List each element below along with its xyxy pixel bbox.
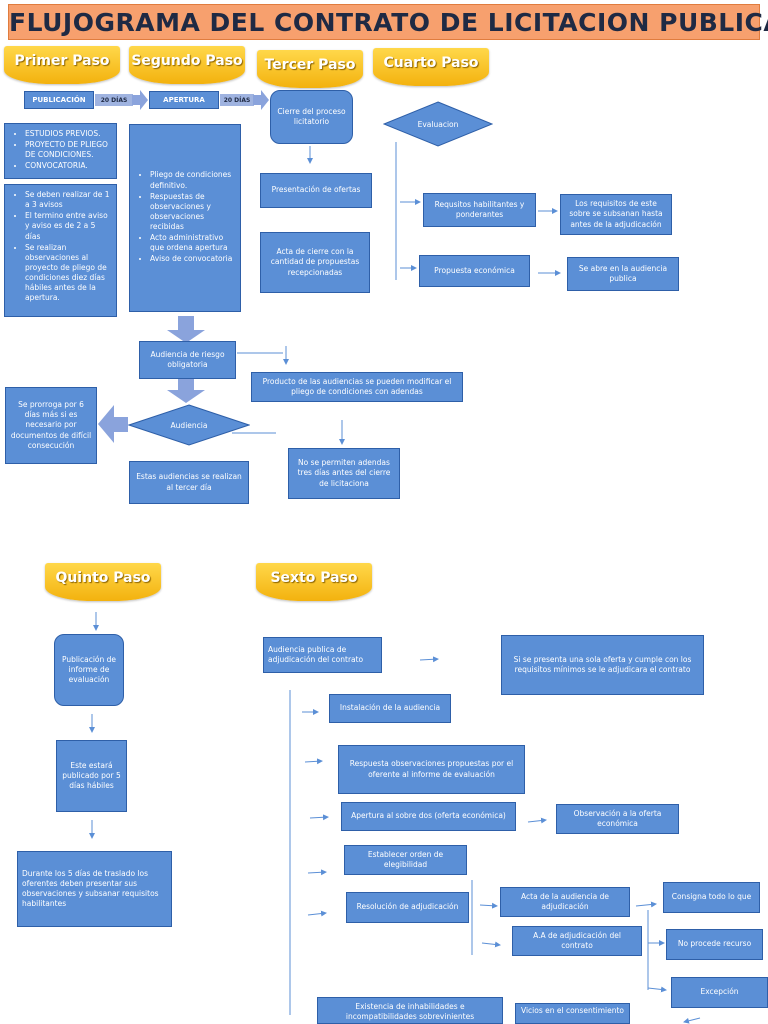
- down-arrow-2: [167, 378, 205, 403]
- days-label-1: 20 DÍAS: [95, 94, 133, 106]
- resolucion-box: Resolución de adjudicación: [346, 892, 469, 923]
- list-item: Se deben realizar de 1 a 3 avisos: [25, 190, 110, 210]
- list-item: ESTUDIOS PREVIOS.: [25, 129, 110, 139]
- publicado-box: Este estará publicado por 5 días hábiles: [56, 740, 127, 812]
- instalacion-box: Instalación de la audiencia: [329, 694, 451, 723]
- audiencia-label: Audiencia: [170, 420, 208, 430]
- step6-banner: Sexto Paso: [256, 563, 372, 601]
- publicacion-informe-box: Publicación de informe de evaluación: [54, 634, 124, 706]
- list-item: CONVOCATORIA.: [25, 161, 110, 171]
- observacion-box: Observación a la oferta económica: [556, 804, 679, 834]
- step1-notices-box: Se deben realizar de 1 a 3 avisos El ter…: [4, 184, 117, 317]
- existencia-box: Existencia de inhabilidades e incompatib…: [317, 997, 503, 1024]
- step2-documents-box: Pliego de condiciones definitivo. Respue…: [129, 124, 241, 312]
- requisitos-box: Requsitos habilitantes y ponderantes: [423, 193, 536, 227]
- vicios-box: Vicios en el consentimiento: [515, 1003, 630, 1024]
- propuesta-box: Propuesta económica: [419, 255, 530, 287]
- step1-banner: Primer Paso: [4, 46, 120, 84]
- list-item: PROYECTO DE PLIEGO DE CONDICIONES.: [25, 140, 110, 160]
- audiencia-diamond: Audiencia: [128, 404, 250, 446]
- days-label-2: 20 DÍAS: [220, 94, 254, 106]
- publicacion-box: PUBLICACIÓN: [24, 91, 94, 109]
- evaluacion-diamond: Evaluacion: [383, 101, 493, 147]
- list-item: Se realizan observaciones al proyecto de…: [25, 243, 110, 304]
- abre-box: Se abre en la audiencia publica: [567, 257, 679, 291]
- sola-oferta-box: Si se presenta una sola oferta y cumple …: [501, 635, 704, 695]
- producto-box: Producto de las audiencias se pueden mod…: [251, 372, 463, 402]
- list-item: Aviso de convocatoria: [150, 254, 234, 264]
- apertura-sobre-box: Apertura al sobre dos (oferta económica): [341, 802, 516, 831]
- step3-banner: Tercer Paso: [257, 50, 363, 88]
- step5-banner: Quinto Paso: [45, 563, 161, 601]
- acta-cierre-box: Acta de cierre con la cantidad de propue…: [260, 232, 370, 293]
- right-arrow-icon: [132, 90, 148, 110]
- presentacion-box: Presentación de ofertas: [260, 173, 372, 208]
- right-arrow-icon: [253, 90, 269, 110]
- audiencia-riesgo-box: Audiencia de riesgo obligatoria: [139, 341, 236, 379]
- list-item: El termino entre aviso y aviso es de 2 a…: [25, 211, 110, 241]
- prorroga-box: Se prorroga por 6 días más si es necesar…: [5, 387, 97, 464]
- list-item: Pliego de condiciones definitivo.: [150, 170, 234, 190]
- list-item: Respuestas de observaciones y observacio…: [150, 192, 234, 233]
- traslado-box: Durante los 5 días de traslado los ofere…: [17, 851, 172, 927]
- excepcion-box: Excepción: [671, 977, 768, 1008]
- audiencia-publica-box: Audiencia publica de adjudicación del co…: [263, 637, 382, 673]
- step4-banner: Cuarto Paso: [373, 48, 489, 86]
- subsanan-box: Los requisitos de este sobre se subsanan…: [560, 194, 672, 235]
- step1-documents-box: ESTUDIOS PREVIOS. PROYECTO DE PLIEGO DE …: [4, 123, 117, 179]
- list-item: Acto administrativo que ordena apertura: [150, 233, 234, 253]
- tercer-dia-box: Estas audiencias se realizan al tercer d…: [129, 461, 249, 504]
- respuesta-box: Respuesta observaciones propuestas por e…: [338, 745, 525, 794]
- cierre-box: Cierre del proceso licitatorio: [270, 90, 353, 144]
- no-adendas-box: No se permiten adendas tres días antes d…: [288, 448, 400, 499]
- no-procede-box: No procede recurso: [666, 929, 763, 960]
- evaluacion-label: Evaluacion: [417, 119, 459, 129]
- page-title: FLUJOGRAMA DEL CONTRATO DE LICITACION PU…: [8, 4, 768, 40]
- apertura-box: APERTURA: [149, 91, 219, 109]
- consigna-box: Consigna todo lo que: [663, 882, 760, 913]
- left-arrow: [98, 405, 128, 443]
- establecer-box: Establecer orden de elegibilidad: [344, 845, 467, 875]
- step2-banner: Segundo Paso: [129, 46, 245, 84]
- down-arrow-1: [167, 316, 205, 343]
- acta-audiencia-box: Acta de la audiencia de adjudicación: [500, 887, 630, 917]
- aa-adjudicacion-box: A.A de adjudicación del contrato: [512, 926, 642, 956]
